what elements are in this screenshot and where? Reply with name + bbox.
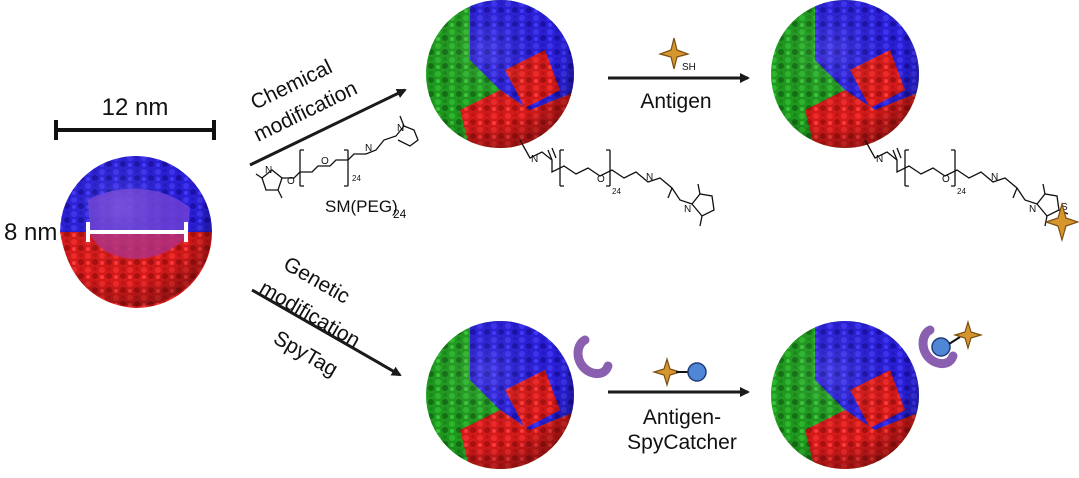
- cage2-n-label-1: N: [876, 154, 883, 165]
- cage2-o-label: O: [942, 174, 950, 185]
- genetic-modification-arrow: Genetic modification SpyTag: [251, 252, 402, 381]
- cage1-o-label: O: [597, 174, 605, 185]
- width-scale: 12 nm: [54, 94, 216, 140]
- smpeg-o-label-2: O: [321, 156, 329, 167]
- reagent-name: SM(PEG): [325, 197, 398, 216]
- thiol-label: SH: [682, 62, 696, 73]
- spycatcher-arrow: Antigen- SpyCatcher: [608, 356, 750, 454]
- cage2-n-label-2: N: [991, 172, 998, 183]
- antigen-star-icon: [658, 37, 690, 70]
- cage-chemical: [426, 0, 574, 148]
- cage1-n-label-3: N: [684, 204, 691, 215]
- spycatcher-label-1: Antigen-: [643, 406, 721, 429]
- spycatcher-label-2: SpyCatcher: [627, 431, 737, 454]
- cage2-linker: [864, 139, 1069, 227]
- half-cage: [60, 156, 212, 308]
- spytag-icon: [573, 335, 613, 379]
- smpeg-structure: [255, 115, 419, 199]
- cage2-repeat: 24: [957, 187, 966, 196]
- chemical-modification-arrow: Chemical modification: [247, 55, 407, 167]
- smpeg-o-label-1: O: [287, 176, 295, 187]
- smpeg-labels: O O 24 N N N SM(PEG) 24: [265, 123, 407, 221]
- cage1-linker-labels: N O 24 N N: [531, 154, 691, 215]
- bound-spycatcher-icon: [931, 337, 951, 357]
- cage2-n-label-3: N: [1029, 204, 1036, 215]
- cage-spytag: [426, 321, 613, 469]
- smpeg-repeat: 24: [352, 174, 361, 183]
- reagent-subscript: 24: [393, 207, 407, 221]
- smpeg-n-label-1: N: [365, 143, 372, 154]
- bound-antigen-star-icon: [952, 319, 984, 351]
- cage1-n-label-2: N: [646, 172, 653, 183]
- conjugated-antigen-star-icon: [1044, 201, 1079, 243]
- cage-chemical-antigen: [771, 0, 919, 148]
- smpeg-n-label-3: N: [265, 165, 272, 176]
- bound-spytag-icon: [918, 325, 958, 369]
- antigen-label: Antigen: [640, 90, 711, 113]
- cage-spytag-antigen: [771, 319, 984, 469]
- cage2-linker-labels: N O 24 N N S: [876, 154, 1068, 215]
- cage1-linker: [519, 139, 715, 227]
- cage1-n-label-1: N: [531, 154, 538, 165]
- width-label: 12 nm: [102, 94, 169, 121]
- antigen-spycatcher-star-icon: [651, 356, 683, 388]
- cage2-s-label: S: [1061, 202, 1068, 213]
- antigen-arrow: Antigen SH: [608, 37, 750, 113]
- smpeg-n-label-2: N: [397, 123, 404, 134]
- cage1-repeat: 24: [612, 187, 621, 196]
- cavity-label: 8 nm: [4, 219, 57, 246]
- spycatcher-icon: [687, 362, 707, 382]
